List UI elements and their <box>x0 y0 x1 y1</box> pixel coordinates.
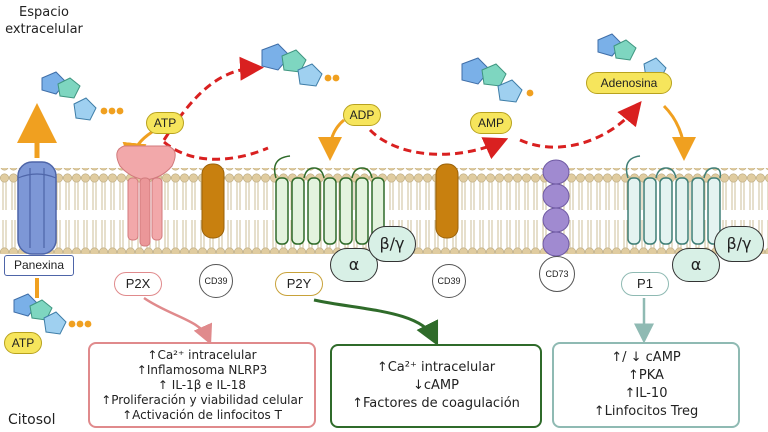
atp-molecule-extracellular <box>41 71 124 121</box>
amp-pill: AMP <box>470 112 512 134</box>
p2x-effect-item: ↑Proliferación y viabilidad celular <box>101 392 303 407</box>
p2x-receptor <box>116 145 176 247</box>
pannexin-label: Panexina <box>4 255 74 276</box>
p2y-effect-item: ↑Ca²⁺ intracelular <box>376 360 496 375</box>
adp-molecule <box>261 43 340 87</box>
atp-extracellular-pill: ATP <box>146 112 184 134</box>
cd73-enzyme <box>542 159 570 257</box>
adp-to-p2y-arrow <box>318 118 345 161</box>
p2y-receptor <box>273 155 385 245</box>
p2x-effect-arrow <box>143 296 213 345</box>
amp-molecule <box>461 57 534 103</box>
adenosine-to-p1-arrow <box>662 104 696 161</box>
p1-effect-item: ↑PKA <box>628 368 664 383</box>
pannexin-channel <box>17 161 57 255</box>
adp-pill: ADP <box>343 104 381 126</box>
p2x-effect-item: ↑Ca²⁺ intracelular <box>147 347 257 362</box>
p1-label: P1 <box>621 272 669 296</box>
cd39-enzyme-right <box>435 163 459 239</box>
cytosol-label: Citosol <box>8 412 56 428</box>
p2y-effect-item: ↓cAMP <box>413 378 459 393</box>
extracellular-space-label: Espacio extracelular <box>5 5 83 37</box>
p1-effects-box: ↑/ ↓ cAMP ↑PKA ↑IL-10 ↑Linfocitos Treg <box>552 342 740 428</box>
cd73-label: CD73 <box>539 256 575 292</box>
cd39-label-left: CD39 <box>199 264 233 298</box>
p1-receptor <box>625 155 722 245</box>
p2x-effects-box: ↑Ca²⁺ intracelular ↑Inflamosoma NLRP3 ↑ … <box>88 342 316 428</box>
p2x-effect-item: ↑Inflamosoma NLRP3 <box>136 362 268 377</box>
adenosine-pill: Adenosina <box>586 72 672 94</box>
p2y-effects-box: ↑Ca²⁺ intracelular ↓cAMP ↑Factores de co… <box>330 344 542 428</box>
p1-effect-item: ↑IL-10 <box>624 386 668 401</box>
p2y-label: P2Y <box>275 272 323 296</box>
atp-molecule-intracellular <box>13 293 92 335</box>
p1-effect-item: ↑Linfocitos Treg <box>593 404 699 419</box>
p2x-label: P2X <box>114 272 162 296</box>
p2x-effect-item: ↑ IL-1β e IL-18 <box>157 377 247 392</box>
amp-to-adenosine-arrow <box>519 101 642 149</box>
cd39-label-right: CD39 <box>432 264 466 298</box>
p1-effect-item: ↑/ ↓ cAMP <box>611 350 681 365</box>
p2x-effect-item: ↑Activación de linfocitos T <box>122 407 282 422</box>
adp-to-amp-arrow <box>368 128 509 160</box>
p2y-effect-arrow <box>313 298 439 347</box>
p1-beta-gamma-subunit: β/γ <box>714 226 764 262</box>
p1-alpha-subunit: α <box>672 248 720 282</box>
atp-to-cd39-arrow <box>163 140 269 161</box>
p2y-beta-gamma-subunit: β/γ <box>368 226 416 262</box>
p2y-effect-item: ↑Factores de coagulación <box>352 396 520 411</box>
atp-intracellular-pill: ATP <box>4 332 42 354</box>
cd39-enzyme-left <box>201 163 225 239</box>
